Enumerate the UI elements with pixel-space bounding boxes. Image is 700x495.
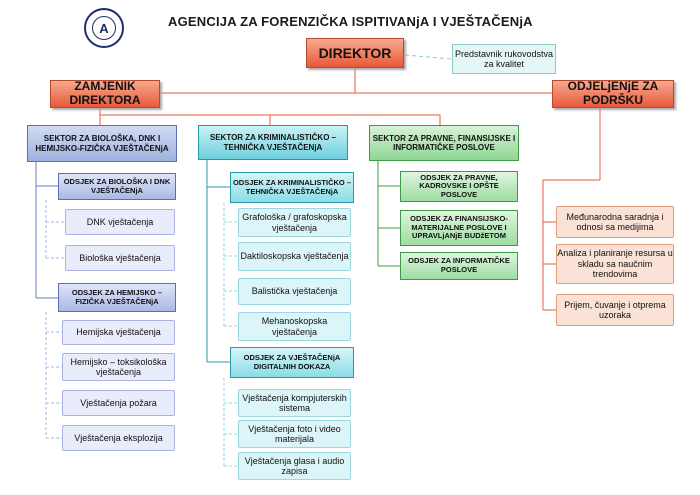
director-box: DIREKTOR — [306, 38, 404, 68]
leaf-bio-0: DNK vještačenja — [65, 209, 175, 235]
agency-seal-icon: A — [84, 8, 124, 48]
support-item-0: Međunarodna saradnja i odnosi sa medijim… — [556, 206, 674, 238]
connector-quality-dashed — [404, 54, 453, 60]
leaf-bio-1: Biološka vještačenja — [65, 245, 175, 271]
support-dept-label: ODJELjENjE ZA PODRŠKU — [567, 79, 659, 107]
page-title: AGENCIJA ZA FORENZIČKA ISPITIVANjA I VJE… — [168, 14, 533, 29]
leaf-chem-3: Vještačenja eksplozija — [62, 425, 175, 451]
dept-legal-2: ODSJEK ZA INFORMATIČKE POSLOVE — [400, 252, 518, 280]
dept-legal-1: ODSJEK ZA FINANSIJSKO-MATERIJALNE POSLOV… — [400, 210, 518, 246]
leaf-krim-0: Grafološka / grafoskopska vještačenja — [238, 208, 351, 237]
quality-rep-label: Predstavnik rukovodstva za kvalitet — [454, 48, 554, 69]
deputy-director-label: ZAMJENIK DIREKTORA — [69, 79, 141, 107]
sector-krim: SEKTOR ZA KRIMINALISTIČKO –TEHNIČKA VJEŠ… — [198, 125, 348, 160]
quality-rep-box: Predstavnik rukovodstva za kvalitet — [452, 44, 556, 74]
sector-legal-title: SEKTOR ZA PRAVNE, FINANSIJSKE I INFORMAT… — [372, 133, 516, 152]
dept-bio-dna: ODSJEK ZA BIOLOŠKA I DNK VJEŠTAČENjA — [58, 173, 176, 200]
support-item-2: Prijem, čuvanje i otprema uzoraka — [556, 294, 674, 326]
sector-krim-title: SEKTOR ZA KRIMINALISTIČKO –TEHNIČKA VJEŠ… — [209, 133, 337, 152]
leaf-krim-2: Balistička vještačenja — [238, 278, 351, 305]
dept-bio-chem: ODSJEK ZA HEMIJSKO – FIZIČKA VJEŠTAČENjA — [58, 283, 176, 312]
leaf-digital-0: Vještačenja kompjuterskih sistema — [238, 389, 351, 417]
dept-krim-digital: ODSJEK ZA VJEŠTAČENjA DIGITALNIH DOKAZA — [230, 347, 354, 378]
sector-bio-title: SEKTOR ZA BIOLOŠKA, DNK I HEMIJSKO-FIZIČ… — [35, 134, 169, 153]
leaf-digital-1: Vještačenja foto i video materijala — [238, 420, 351, 448]
dept-bio-chem-title: ODSJEK ZA HEMIJSKO – FIZIČKA VJEŠTAČENjA — [71, 287, 163, 306]
deputy-director-box: ZAMJENIK DIREKTORA — [50, 79, 160, 108]
leaf-krim-3: Mehanoskopska vještačenja — [238, 312, 351, 341]
dept-krim-tech: ODSJEK ZA KRIMINALISTIČKO –TEHNIČKA VJEŠ… — [230, 172, 354, 203]
support-item-1: Analiza i planiranje resursa u skladu sa… — [556, 244, 674, 284]
sector-legal: SEKTOR ZA PRAVNE, FINANSIJSKE I INFORMAT… — [369, 125, 519, 161]
leaf-krim-1: Daktiloskopska vještačenja — [238, 242, 351, 271]
support-dept-box: ODJELjENjE ZA PODRŠKU — [552, 79, 674, 108]
leaf-chem-1: Hemijsko – toksikološka vještačenja — [62, 353, 175, 381]
sector-bio: SEKTOR ZA BIOLOŠKA, DNK I HEMIJSKO-FIZIČ… — [27, 125, 177, 162]
dept-krim-tech-title: ODSJEK ZA KRIMINALISTIČKO –TEHNIČKA VJEŠ… — [232, 177, 352, 196]
leaf-chem-2: Vještačenja požara — [62, 390, 175, 416]
director-label: DIREKTOR — [318, 44, 392, 61]
leaf-digital-2: Vještačenja glasa i audio zapisa — [238, 452, 351, 480]
dept-legal-0: ODSJEK ZA PRAVNE, KADROVSKE I OPŠTE POSL… — [400, 171, 518, 202]
dept-bio-dna-title: ODSJEK ZA BIOLOŠKA I DNK VJEŠTAČENjA — [63, 176, 171, 195]
dept-krim-digital-title: ODSJEK ZA VJEŠTAČENjA DIGITALNIH DOKAZA — [243, 352, 341, 371]
seal-emblem: A — [92, 16, 116, 40]
leaf-chem-0: Hemijska vještačenja — [62, 320, 175, 345]
